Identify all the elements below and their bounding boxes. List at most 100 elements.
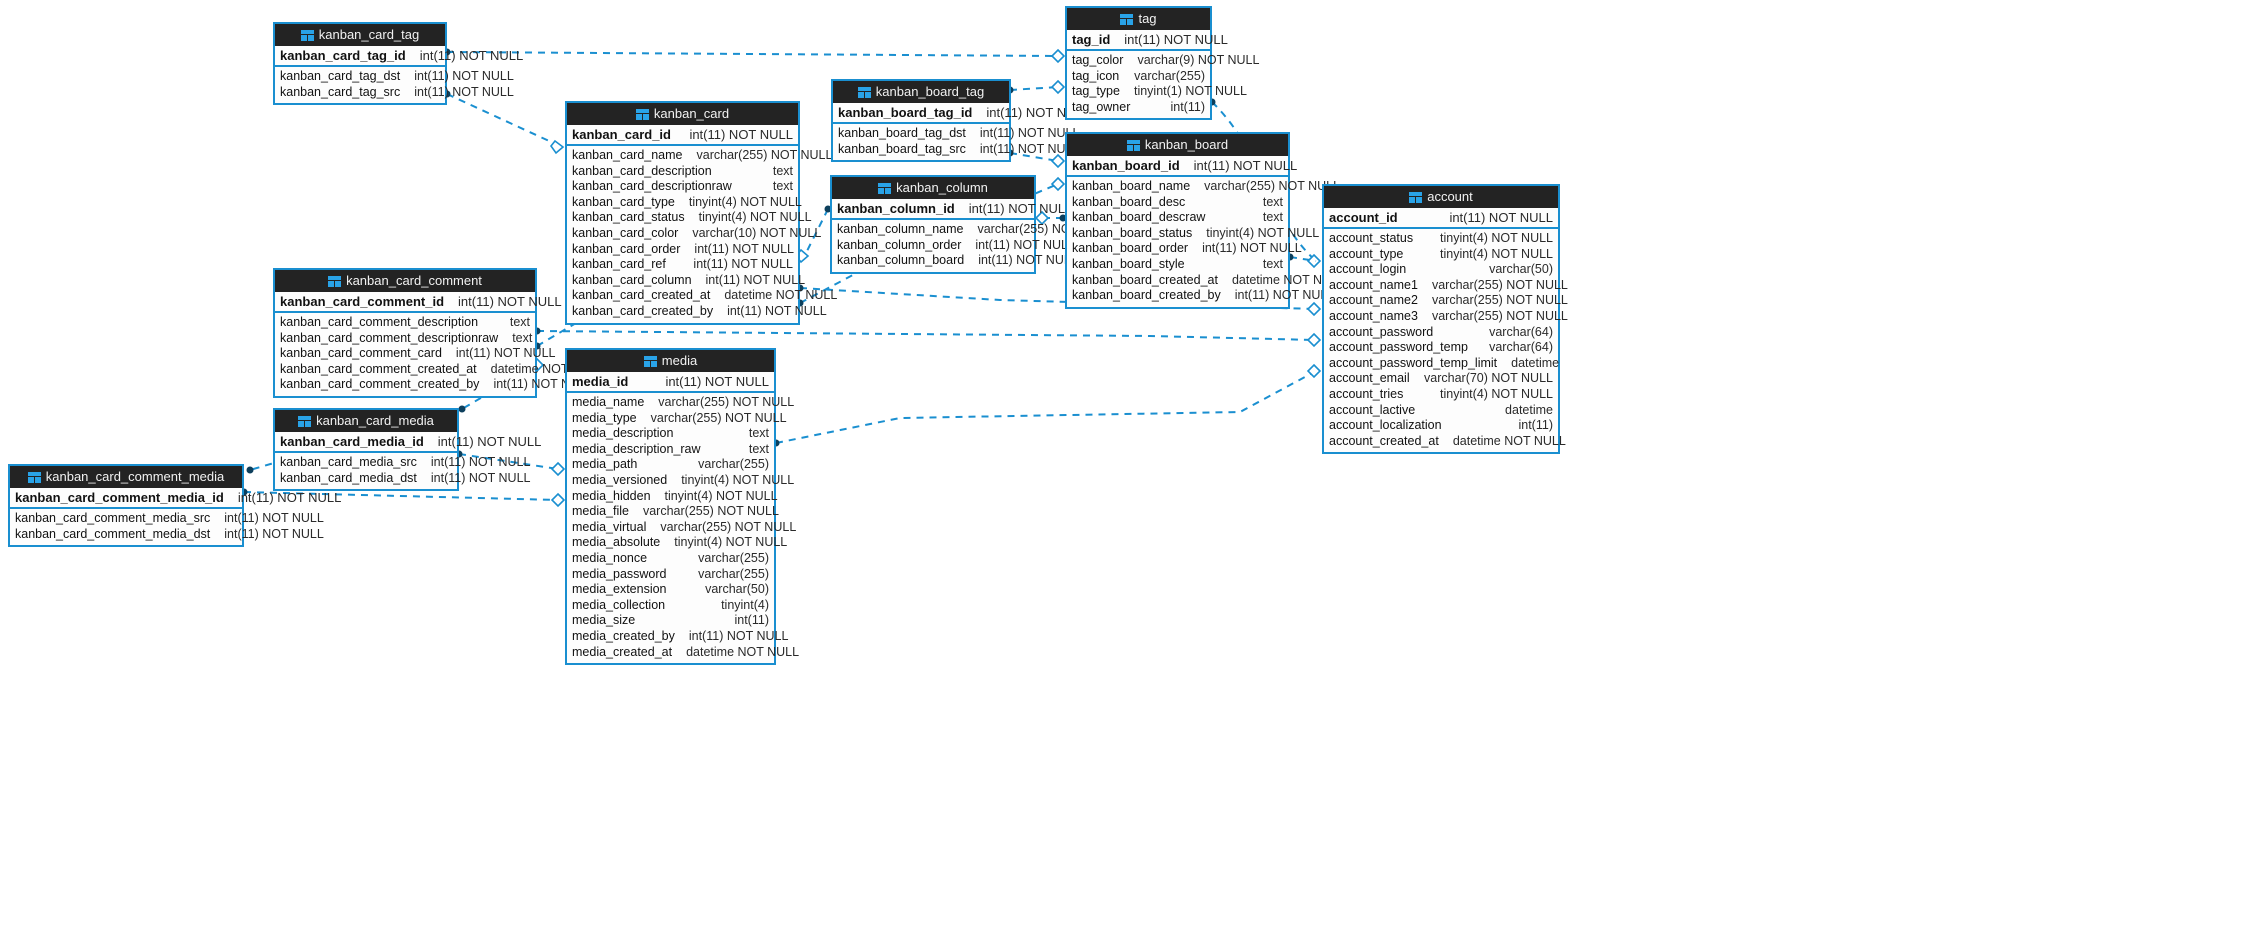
entity-header-kanban_card_media[interactable]: kanban_card_media [275,410,457,432]
entity-header-tag[interactable]: tag [1067,8,1210,30]
entity-header-kanban_card_comment[interactable]: kanban_card_comment [275,270,535,292]
entity-header-kanban_board_tag[interactable]: kanban_board_tag [833,81,1009,103]
entity-header-kanban_card_comment_media[interactable]: kanban_card_comment_media [10,466,242,488]
entity-header-kanban_card[interactable]: kanban_card [567,103,798,125]
entity-header-kanban_card_tag[interactable]: kanban_card_tag [275,24,445,46]
entity-header-kanban_column[interactable]: kanban_column [832,177,1034,199]
entity-header-kanban_board[interactable]: kanban_board [1067,134,1288,156]
